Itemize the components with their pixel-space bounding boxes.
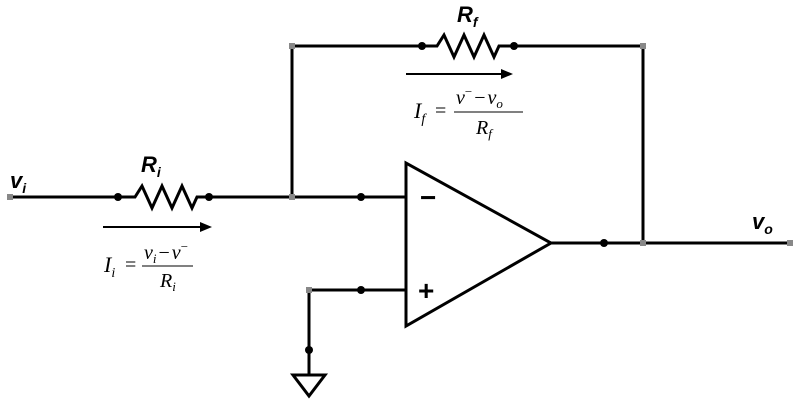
ii-equation: Ii = vi−v− Ri <box>103 239 193 294</box>
ii-eq-equals: = <box>125 254 136 276</box>
minus-input-sign: − <box>420 182 436 213</box>
ri-label: Ri <box>141 152 162 180</box>
node-ri-right <box>205 193 213 201</box>
if-eq-equals: = <box>435 100 446 122</box>
if-arrow-head <box>501 69 513 79</box>
rf-resistor <box>420 31 516 61</box>
if-eq-denominator: Rf <box>475 117 494 141</box>
corner-ground <box>306 287 312 293</box>
node-plus-input <box>357 286 365 294</box>
rf-label: Rf <box>457 2 479 30</box>
terminal-vi <box>7 194 13 200</box>
node-minus-input <box>357 193 365 201</box>
vi-label: vi <box>10 168 27 196</box>
node-rf-left <box>418 42 426 50</box>
if-eq-lhs: If <box>413 98 427 127</box>
ii-eq-denominator: Ri <box>159 270 176 294</box>
corner-top-left <box>289 43 295 49</box>
if-equation: If = v−−vo Rf <box>413 84 523 141</box>
ii-eq-lhs: Ii <box>103 252 115 281</box>
node-ri-left <box>114 193 122 201</box>
if-eq-numerator: v−−vo <box>456 84 503 111</box>
terminal-vo <box>787 240 793 246</box>
op-amp-triangle <box>404 160 555 329</box>
ii-arrow-head <box>200 222 212 232</box>
node-output <box>600 239 608 247</box>
ii-eq-numerator: vi−v− <box>144 239 188 266</box>
plus-input-sign: + <box>418 275 434 306</box>
ri-resistor <box>116 182 211 212</box>
corner-junction <box>289 194 295 200</box>
corner-output <box>640 240 646 246</box>
corner-top-right <box>640 43 646 49</box>
node-ground <box>305 346 313 354</box>
node-rf-right <box>510 42 518 50</box>
vo-label: vo <box>752 209 773 237</box>
ground-symbol <box>289 373 329 399</box>
